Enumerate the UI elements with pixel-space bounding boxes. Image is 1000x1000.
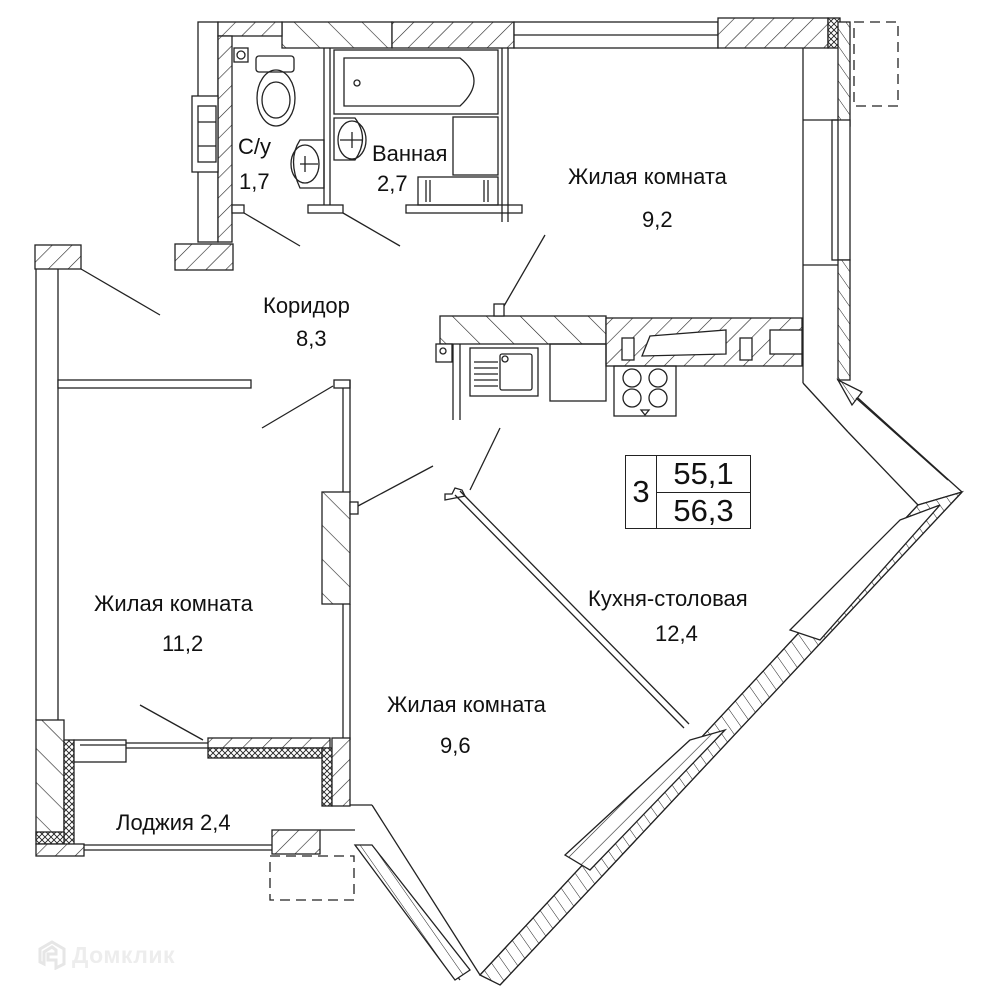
window-right [831, 119, 851, 261]
wall-top-right [717, 17, 829, 49]
stove-icon [613, 365, 677, 417]
house-logo-icon [38, 940, 66, 970]
ac-unit-outline [853, 21, 899, 107]
facade-wall [478, 490, 965, 986]
washing-machine-icon [452, 116, 499, 176]
room-area-wc: 1,7 [239, 169, 270, 194]
room-label-corridor: Коридор [263, 293, 350, 318]
room-area-living-3: 9,6 [440, 733, 471, 758]
radiator-icon [417, 176, 499, 206]
fridge-icon [549, 343, 607, 402]
living-area: 55,1 [657, 456, 750, 493]
room-count: 3 [626, 456, 657, 528]
ac-unit-outline-bottom [269, 855, 355, 901]
wall-top-left [281, 21, 393, 49]
room-label-kitchen: Кухня-столовая [588, 586, 748, 611]
room-area-corridor: 8,3 [296, 326, 327, 351]
apartment-summary-box: 3 55,1 56,3 [625, 455, 751, 529]
bath-sink-icon [333, 117, 364, 161]
room-area-living-1: 9,2 [642, 207, 673, 232]
toilet-icon [256, 69, 296, 127]
room-area-bathroom: 2,7 [377, 171, 408, 196]
room-area-kitchen: 12,4 [655, 621, 698, 646]
room-area-living-2: 11,2 [162, 631, 204, 656]
vent-duct-icon [641, 329, 727, 357]
room-label-loggia: Лоджия 2,4 [116, 810, 231, 835]
loggia-walls [35, 704, 355, 901]
room-label-living-1: Жилая комната [568, 164, 727, 189]
sink-icon [292, 139, 325, 189]
room-label-living-3: Жилая комната [387, 692, 546, 717]
kitchen-sink-icon [469, 347, 539, 397]
bathtub-icon [333, 49, 499, 115]
room-label-living-2: Жилая комната [94, 591, 253, 616]
total-area: 56,3 [673, 493, 734, 528]
watermark-text: Домклик [72, 941, 175, 968]
wall-top-mid [391, 21, 515, 49]
room-label-bathroom: Ванная [372, 141, 448, 166]
room-label-wc: С/у [238, 134, 271, 159]
watermark: Домклик [38, 940, 175, 970]
